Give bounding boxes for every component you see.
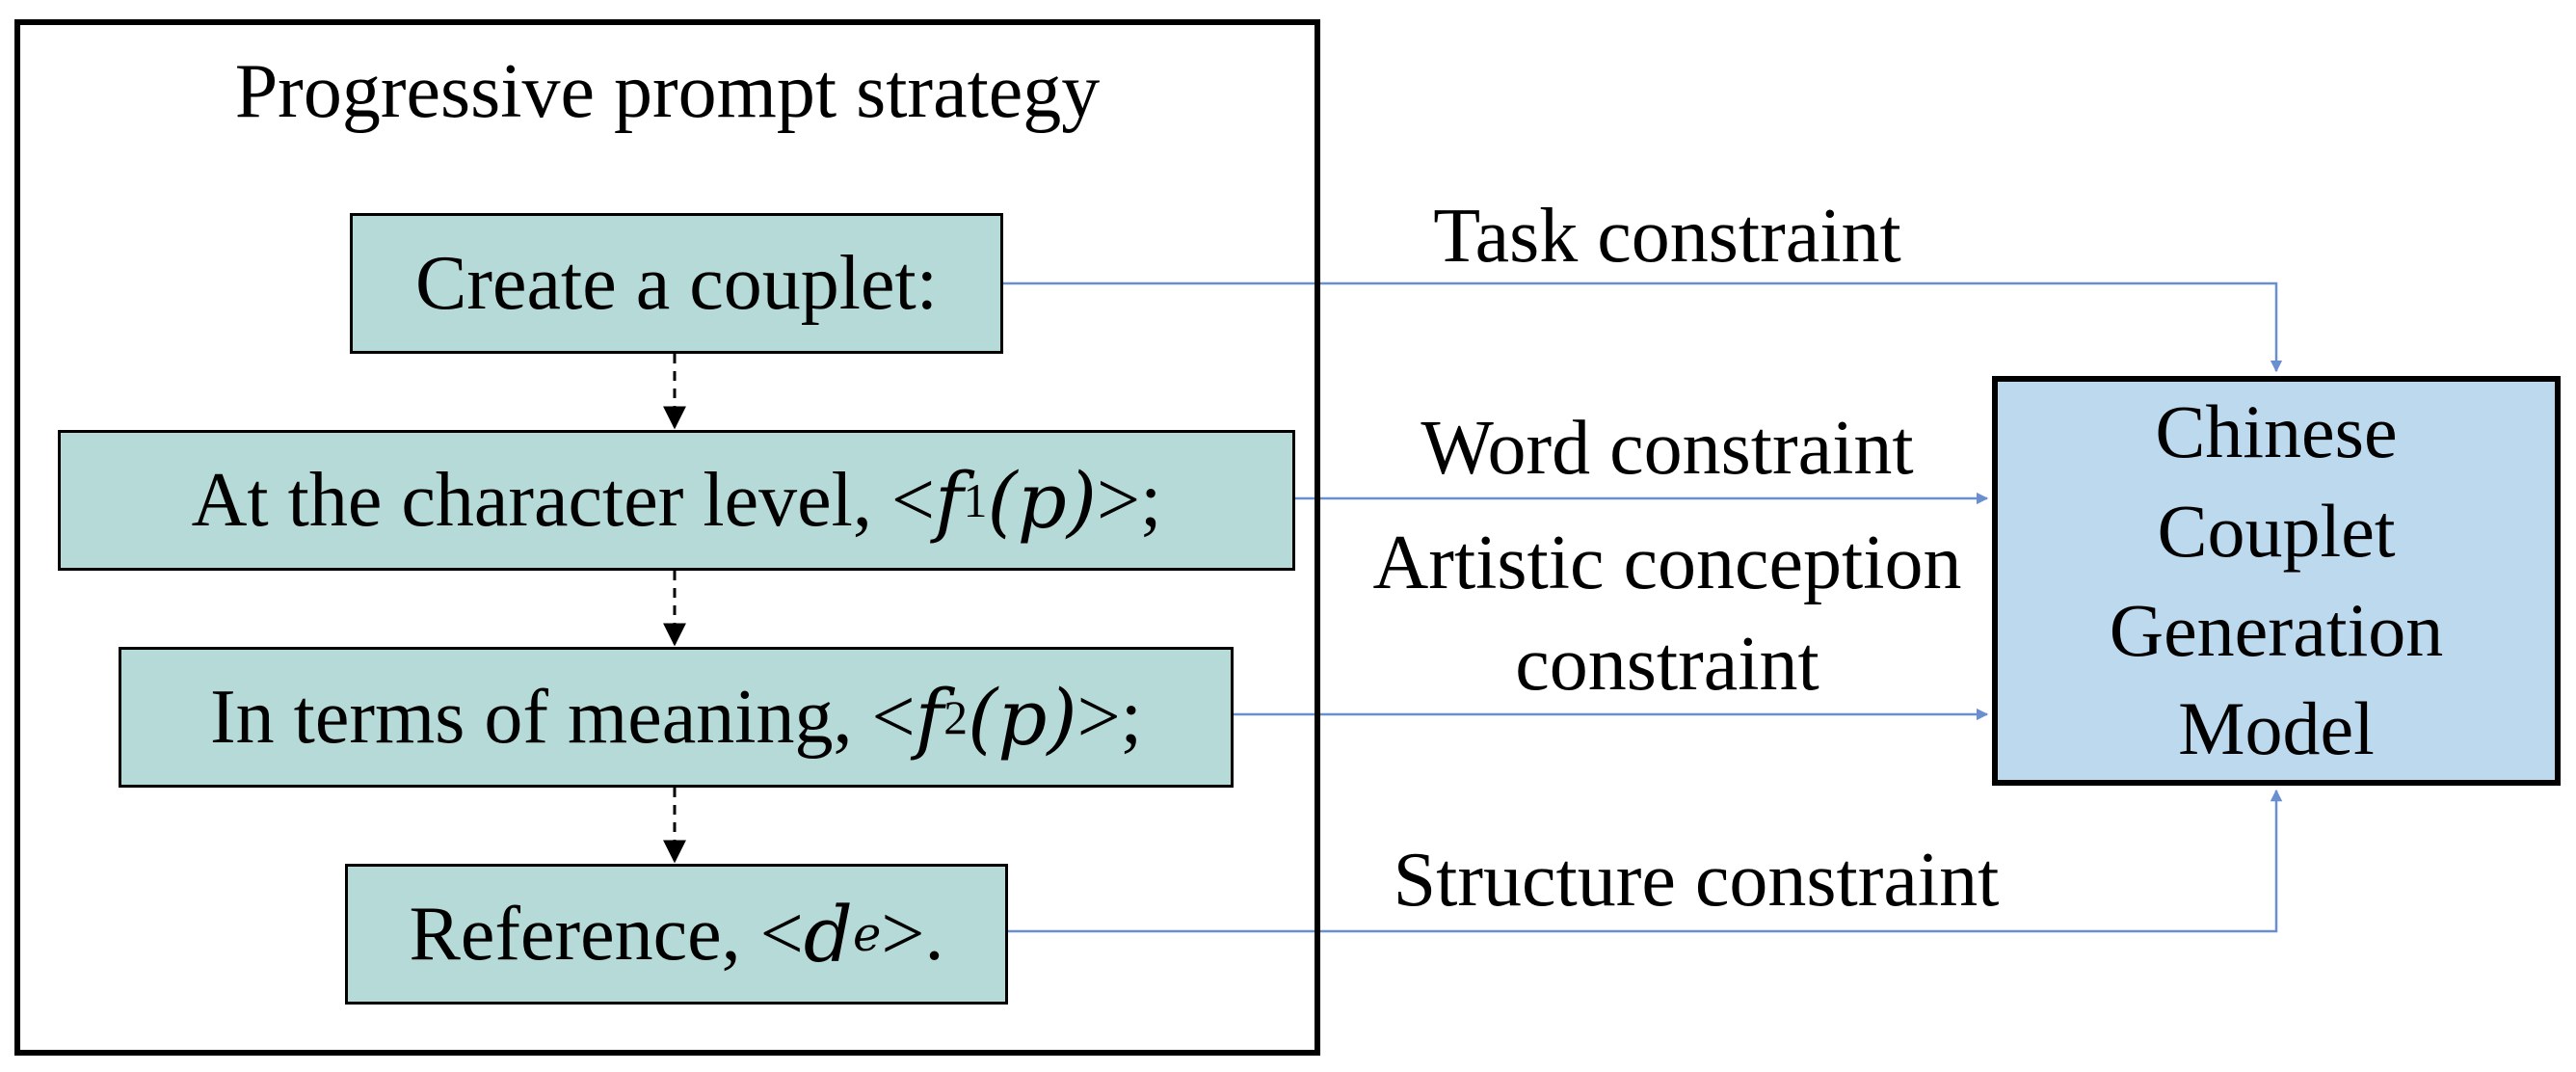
step-2-func: f	[934, 455, 964, 546]
step-3-func: f	[915, 672, 944, 763]
step-2-sub: 1	[963, 473, 988, 527]
step-4-text: Reference, <	[409, 891, 804, 977]
model-line-1: Chinese	[2155, 389, 2398, 473]
strategy-title: Progressive prompt strategy	[234, 49, 1101, 134]
model-line-2: Couplet	[2157, 488, 2396, 573]
structure-constraint-label: Structure constraint	[1393, 838, 2000, 923]
word-constraint-label: Word constraint	[1421, 406, 1914, 491]
progressive-strategy-frame	[14, 19, 1320, 1056]
step-3-text: In terms of meaning, <	[210, 674, 916, 760]
artistic-constraint-label-2: constraint	[1515, 622, 1819, 707]
couplet-generation-model: Chinese Couplet Generation Model	[1992, 376, 2561, 786]
step-4-sub: e	[853, 906, 882, 962]
structure-constraint-connector	[1007, 789, 2283, 933]
step-1-text: Create a couplet:	[415, 240, 938, 326]
step-3-text-after: >;	[1076, 674, 1142, 760]
artistic-constraint-label-1: Artistic conception	[1372, 521, 1962, 605]
step-2-arg: (p)	[987, 455, 1098, 546]
step-4-func: d	[803, 889, 854, 979]
step-4-text-after: >.	[881, 891, 944, 977]
step-3-arg: (p)	[968, 672, 1077, 763]
task-constraint-connector	[1002, 281, 2283, 373]
model-line-3: Generation	[2109, 587, 2444, 672]
step-2-text-after: >;	[1097, 457, 1162, 543]
step-create-couplet: Create a couplet:	[350, 213, 1003, 354]
step-2-text: At the character level, <	[191, 457, 935, 543]
step-3-sub: 2	[943, 690, 969, 744]
model-line-4: Model	[2178, 686, 2375, 771]
task-constraint-label: Task constraint	[1433, 194, 1901, 279]
